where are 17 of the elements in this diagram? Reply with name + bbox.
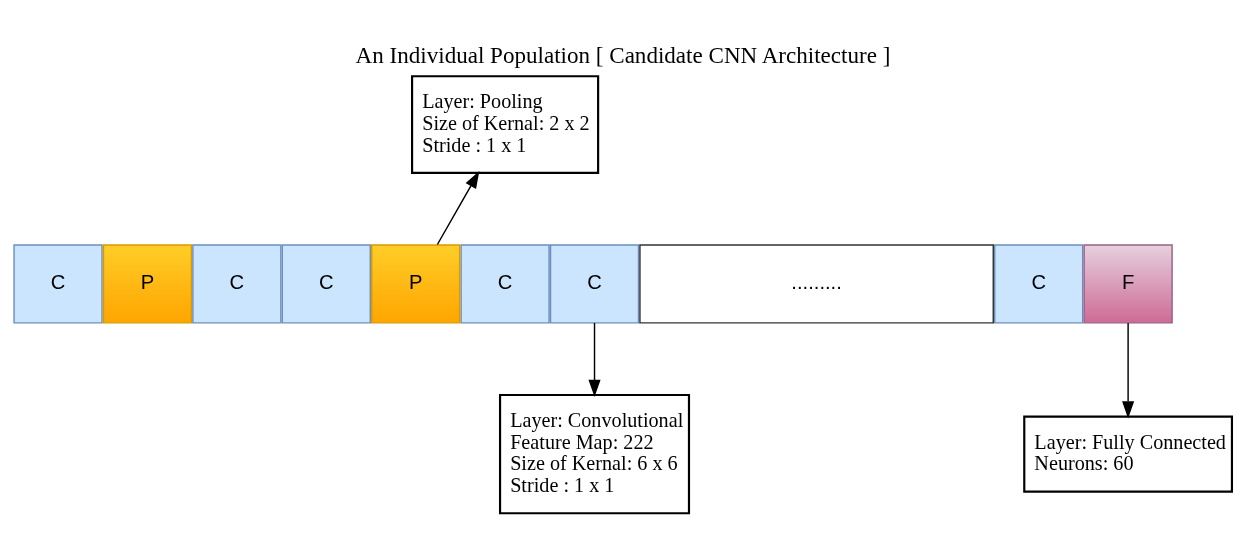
node-box: P xyxy=(371,244,461,324)
node-box: F xyxy=(1083,244,1173,324)
node-box: C xyxy=(281,244,371,324)
node-box: C xyxy=(192,244,282,324)
node-box: C xyxy=(13,244,103,324)
node-box: C xyxy=(994,244,1084,324)
node-box: C xyxy=(549,244,640,324)
node-box: Layer: Pooling Size of Kernal: 2 x 2 Stride : 1 x 1 xyxy=(411,75,600,174)
node-box: Layer: Convolutional Feature Map: 222 Size of Kernal: 6 x 6 Stride : 1 x 1 xyxy=(499,393,691,515)
node-box: C xyxy=(460,244,550,324)
arrow xyxy=(1122,322,1135,419)
diagram-title: An Individual Population [ Candidate CNN Architecture ] xyxy=(355,42,891,68)
arrow xyxy=(436,171,480,246)
arrow xyxy=(588,322,601,398)
node-box: Layer: Fully Connected Neurons: 60 xyxy=(1023,415,1233,493)
node-box: ......... xyxy=(639,244,994,324)
node-box: P xyxy=(102,244,193,324)
